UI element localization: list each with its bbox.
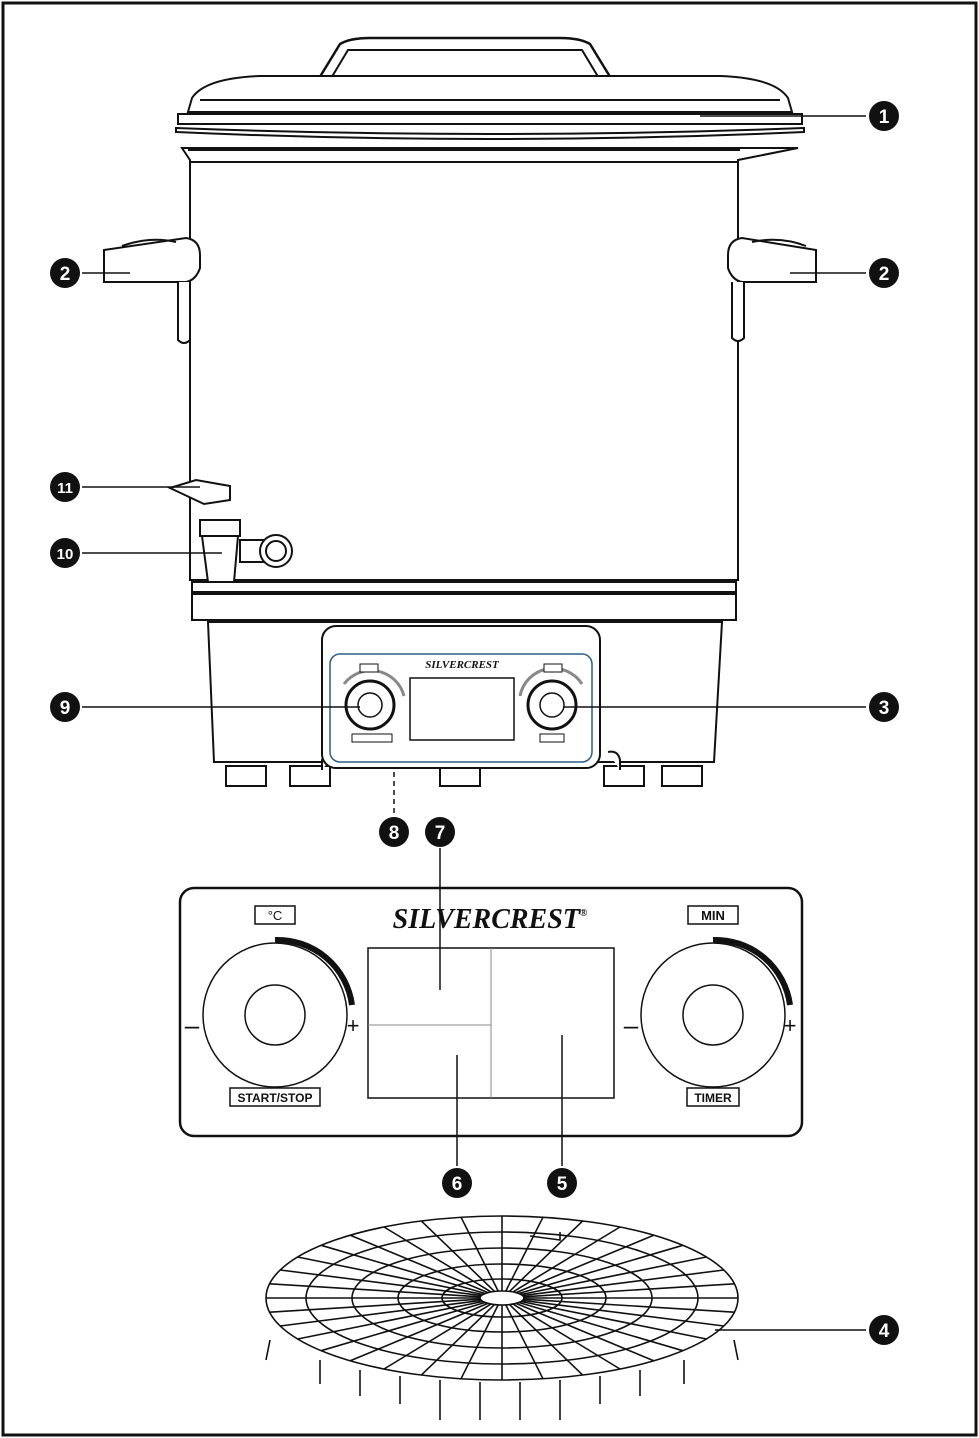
- svg-text:5: 5: [557, 1174, 568, 1195]
- rack-spoke: [523, 1283, 735, 1298]
- right-minus-sign: –: [624, 1010, 639, 1040]
- base-control-panel: SILVERCREST: [321, 625, 601, 769]
- rack-spoke: [420, 1220, 496, 1292]
- left-minus-sign: –: [185, 1010, 200, 1040]
- side-handle-left: [103, 236, 201, 344]
- rack-spoke: [297, 1300, 484, 1340]
- rack-spoke: [269, 1298, 481, 1313]
- temperature-label: °C: [268, 908, 283, 923]
- lid: [175, 36, 805, 140]
- rack-spoke: [280, 1269, 482, 1297]
- rack-spoke: [520, 1256, 707, 1296]
- start-stop-label: START/STOP: [238, 1091, 313, 1105]
- rack-spoke: [349, 1234, 489, 1294]
- minutes-label: MIN: [701, 908, 725, 923]
- svg-text:10: 10: [57, 546, 74, 563]
- svg-text:9: 9: [60, 698, 71, 719]
- rack-spoke: [460, 1304, 499, 1380]
- rack-spoke: [522, 1299, 724, 1327]
- rack-spokes: [266, 1216, 738, 1380]
- svg-text:8: 8: [389, 823, 400, 844]
- rack-spoke: [460, 1216, 499, 1292]
- rack-spoke: [508, 1304, 584, 1376]
- rack-legs: [319, 1360, 685, 1420]
- rack-spoke: [349, 1302, 489, 1362]
- leader-lines: [82, 115, 866, 1331]
- callout-7: 7: [425, 817, 455, 847]
- rack-spoke: [383, 1226, 492, 1293]
- rack-spoke: [508, 1220, 584, 1292]
- temperature-dial: °C START/STOP – +: [185, 905, 360, 1107]
- svg-text:11: 11: [57, 480, 73, 497]
- rack-spoke: [512, 1226, 621, 1293]
- brand-logo: SILVERCREST®: [393, 904, 588, 935]
- insert-rack: [265, 1215, 739, 1420]
- rack-spoke: [515, 1302, 655, 1362]
- callout-6: 6: [442, 1168, 472, 1198]
- rack-spoke: [320, 1244, 486, 1295]
- right-plus-sign: +: [784, 1013, 797, 1038]
- rack-spoke: [505, 1216, 544, 1292]
- rack-spoke: [515, 1234, 655, 1294]
- rack-spoke: [518, 1244, 684, 1295]
- panel-detail: SILVERCREST® °C START/STOP – + MIN TIMER…: [178, 886, 804, 1138]
- small-brand-logo: SILVERCREST: [425, 659, 500, 671]
- callout-badges: 1 2 2 3 4 5 6 7: [50, 101, 899, 1345]
- rack-spoke: [280, 1299, 482, 1327]
- callout-5: 5: [547, 1168, 577, 1198]
- rack-spoke: [320, 1301, 486, 1352]
- svg-text:7: 7: [435, 823, 446, 844]
- svg-text:1: 1: [879, 107, 890, 128]
- rack-spoke: [520, 1300, 707, 1340]
- rack-spoke: [505, 1304, 544, 1380]
- svg-text:2: 2: [879, 264, 890, 285]
- svg-text:2: 2: [60, 264, 71, 285]
- callout-9: 9: [50, 692, 80, 722]
- svg-text:3: 3: [879, 698, 890, 719]
- callout-2-right: 2: [869, 258, 899, 288]
- rack-spoke: [297, 1256, 484, 1296]
- svg-text:4: 4: [879, 1321, 890, 1342]
- callout-11: 11: [50, 472, 80, 502]
- callout-4: 4: [869, 1315, 899, 1345]
- drain-tap: [167, 478, 293, 583]
- svg-text:6: 6: [452, 1174, 463, 1195]
- rack-spoke: [522, 1269, 724, 1297]
- left-plus-sign: +: [347, 1013, 360, 1038]
- callout-3: 3: [869, 692, 899, 722]
- callout-8: 8: [379, 817, 409, 847]
- side-handle-right: [727, 236, 817, 342]
- rack-spoke: [383, 1303, 492, 1370]
- timer-label: TIMER: [694, 1091, 732, 1105]
- timer-dial: MIN TIMER – +: [624, 905, 797, 1107]
- rack-spoke: [512, 1303, 621, 1370]
- callout-1: 1: [869, 101, 899, 131]
- rack-spoke: [518, 1301, 684, 1352]
- callout-10: 10: [50, 538, 80, 568]
- callout-2-left: 2: [50, 258, 80, 288]
- rack-spoke: [269, 1283, 481, 1298]
- rack-spoke: [420, 1304, 496, 1376]
- rack-spoke: [523, 1298, 735, 1313]
